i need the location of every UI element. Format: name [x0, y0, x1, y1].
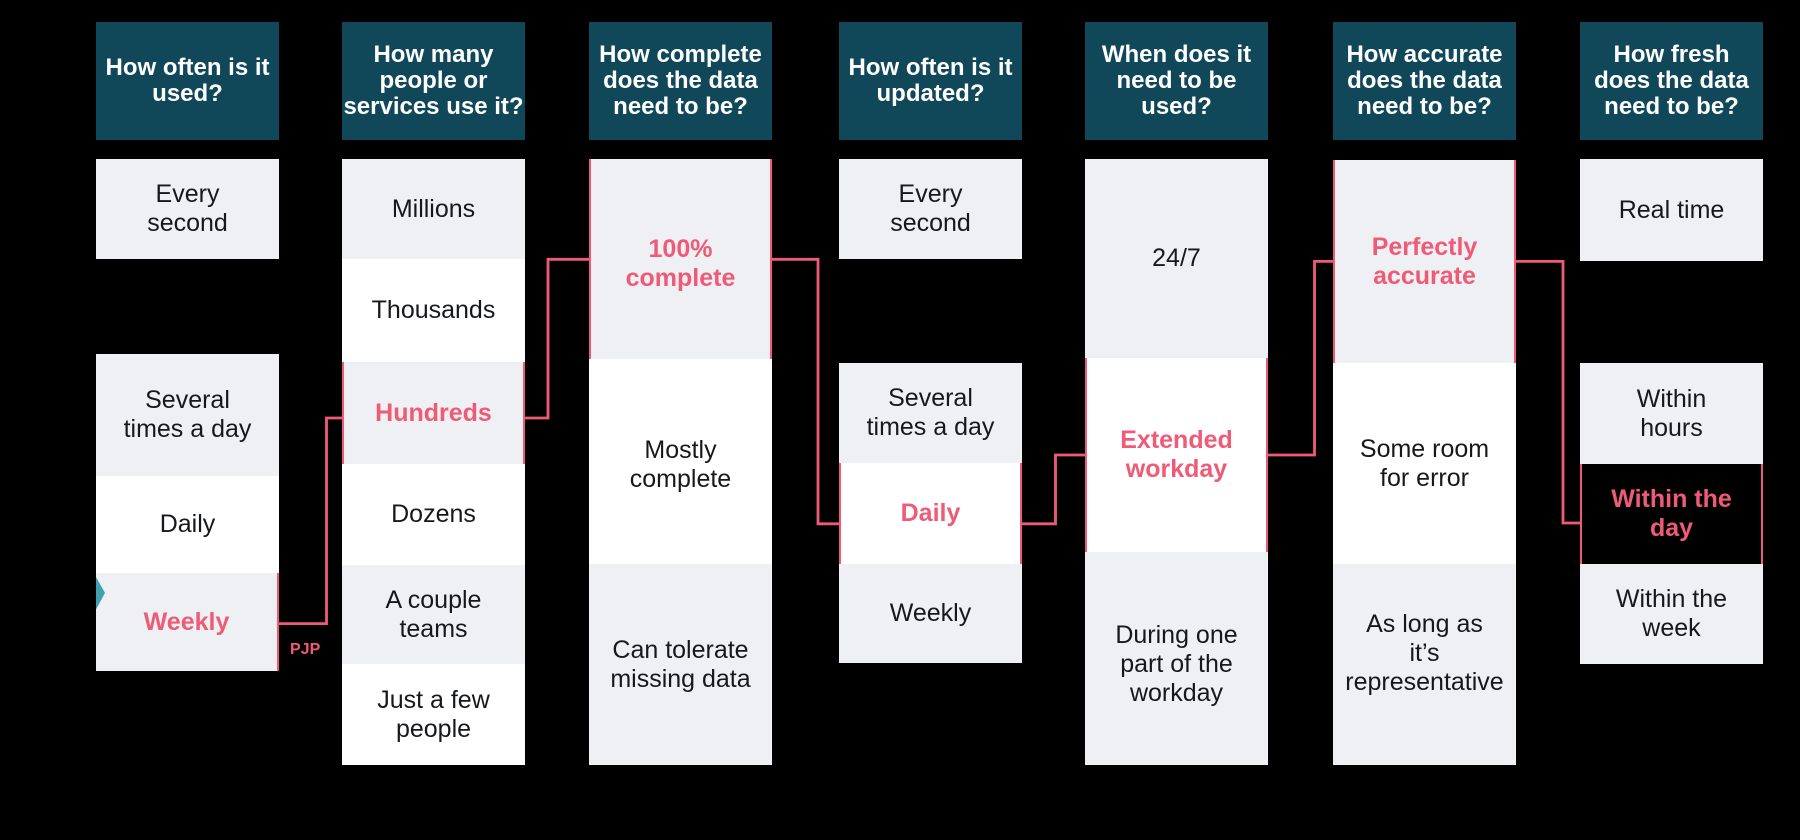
svg-text:PJP: PJP [290, 641, 321, 658]
